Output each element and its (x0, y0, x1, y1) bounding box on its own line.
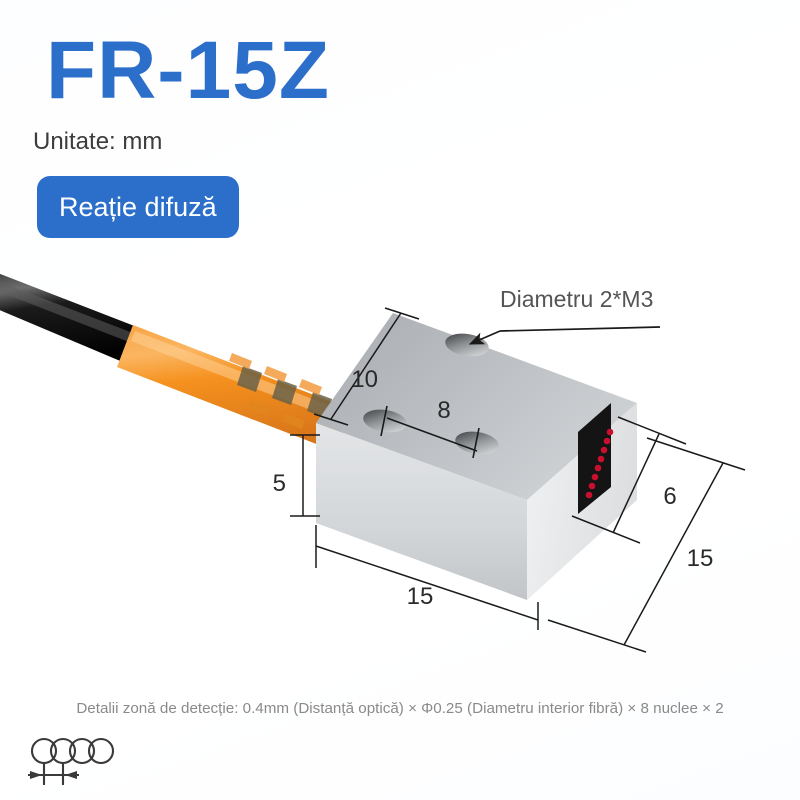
dimension-sensor-face: 6 (571, 416, 687, 544)
dimension-body-width: 15 (547, 437, 746, 653)
dimension-15-width-label: 15 (687, 545, 714, 572)
body-front-face (316, 423, 527, 600)
mounting-hole-left (363, 409, 407, 433)
sensor-body (316, 313, 637, 600)
status-badge: Reație difuză (37, 176, 239, 238)
callout-thread-label: Diametru 2*M3 (500, 286, 653, 312)
mounting-hole-right (455, 431, 499, 455)
dimension-8-label: 8 (437, 397, 450, 424)
fiber-core-pitch-symbol (28, 737, 115, 785)
detection-area-caption: Detalii zonă de detecție: 0.4mm (Distanț… (76, 700, 724, 717)
fiber-cable (0, 273, 150, 368)
cable-highlight (0, 281, 146, 347)
fiber-cores (585, 428, 614, 499)
sensor-face (578, 403, 614, 514)
body-top-face (316, 313, 637, 500)
dimension-top-edge-depth: 10 (313, 307, 420, 426)
dimension-hole-spacing: 8 (386, 397, 478, 452)
cable-sleeve (117, 325, 353, 452)
dimension-6-label: 6 (663, 483, 676, 510)
unit-label: Unitate: mm (33, 128, 163, 155)
dimension-10-label: 10 (351, 366, 378, 393)
dimension-5-label: 5 (273, 470, 286, 497)
dimension-body-length: 15 (315, 525, 539, 630)
callout-thread: Diametru 2*M3 (468, 286, 661, 345)
dimension-body-height: 5 (273, 434, 320, 517)
mounting-holes (363, 333, 499, 459)
dimension-15-length-label: 15 (407, 583, 434, 610)
sleeve-ribs (229, 353, 332, 429)
sensor-window (578, 403, 611, 514)
page-title: FR-15Z (46, 25, 330, 116)
